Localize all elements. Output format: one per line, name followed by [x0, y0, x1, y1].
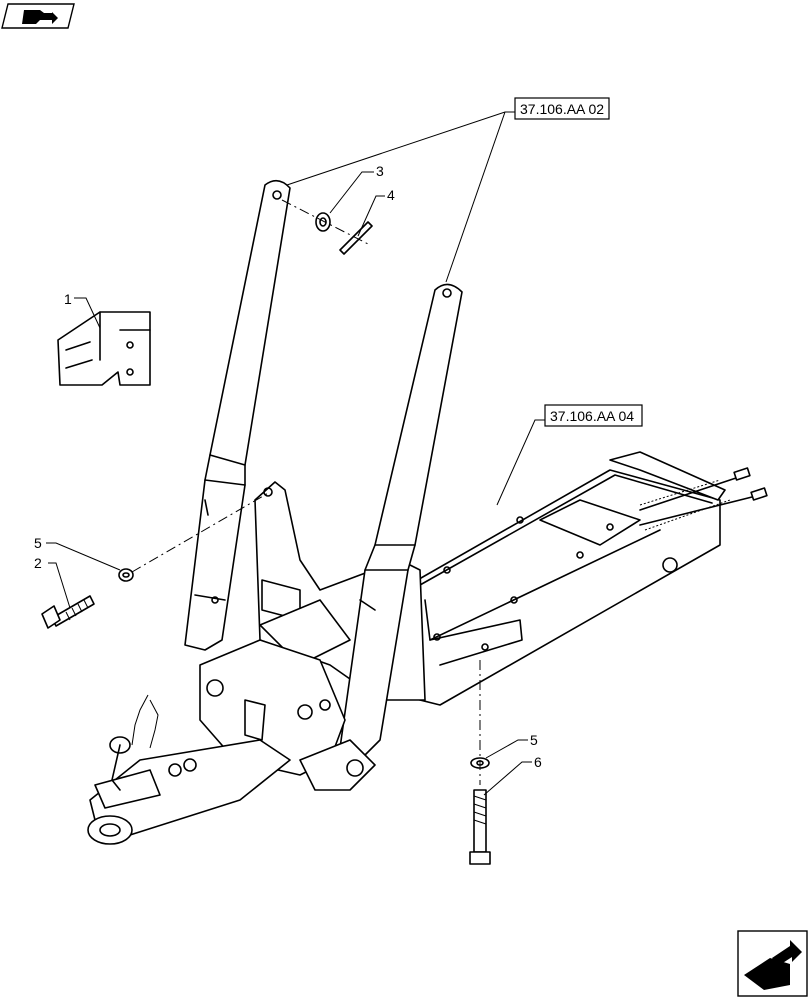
part-3-washer: [315, 212, 331, 232]
hitch-assembly: [87, 639, 376, 845]
drawbar-frame: [379, 451, 768, 706]
lift-rod-left: [184, 179, 291, 651]
assembly-centerlines: [131, 199, 481, 785]
callout-leaders: [46, 171, 532, 796]
callout-5-right: 5: [530, 732, 538, 748]
part-2-bolt: [41, 595, 95, 629]
part-5-washer-left: [118, 568, 134, 582]
callout-2: 2: [34, 555, 42, 571]
callout-5-left: 5: [34, 535, 42, 551]
part-6-bolt: [469, 789, 491, 865]
reference-label-upper: 37.106.AA 02: [520, 101, 604, 117]
callout-4: 4: [387, 187, 395, 203]
reference-box-upper[interactable]: 37.106.AA 02: [514, 97, 610, 120]
folder-arrow-icon[interactable]: [737, 930, 808, 997]
book-arrow-icon[interactable]: [1, 3, 75, 29]
callout-3: 3: [376, 163, 384, 179]
callout-6: 6: [534, 754, 542, 770]
reference-leaders: [277, 111, 545, 506]
callout-1: 1: [64, 291, 72, 307]
reference-label-lower: 37.106.AA 04: [550, 408, 634, 424]
reference-box-lower[interactable]: 37.106.AA 04: [544, 404, 643, 427]
part-1-bracket: [57, 311, 151, 386]
